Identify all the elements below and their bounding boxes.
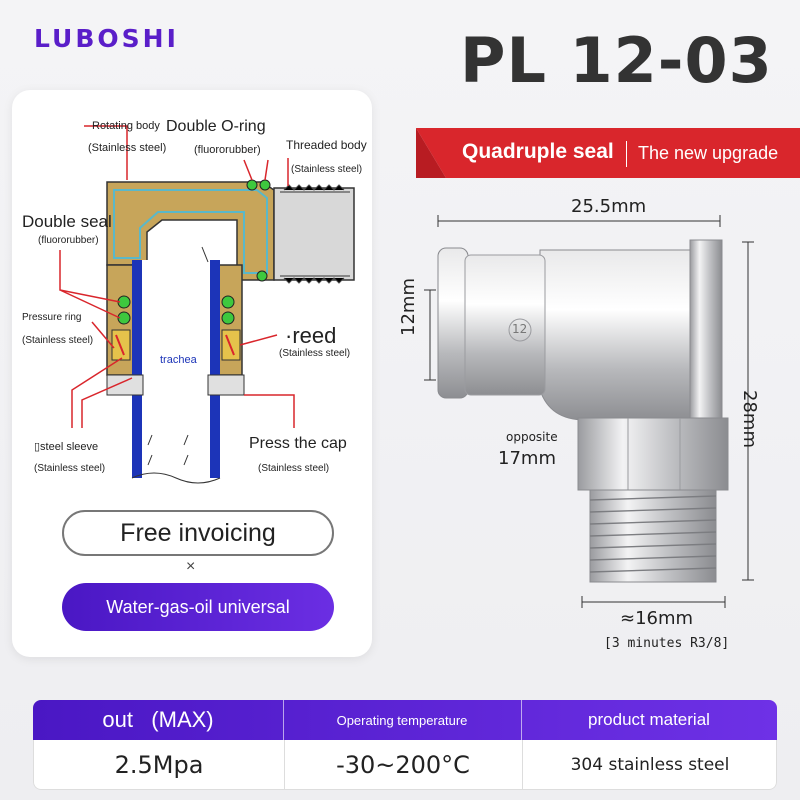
header-material: product material — [588, 710, 710, 729]
universal-pill: Water-gas-oil universal — [62, 583, 334, 631]
double-oring-material: (fluororubber) — [194, 144, 261, 156]
value-material: 304 stainless steel — [570, 754, 730, 775]
double-seal-label: Double seal — [22, 212, 112, 231]
tube-size-mark: 12 — [512, 322, 528, 336]
cross-section-diagram — [59, 125, 355, 484]
steel-sleeve-label: ▯steel sleeve — [34, 441, 99, 453]
pressure-ring-material: (Stainless steel) — [22, 335, 94, 346]
reed-material: (Stainless steel) — [279, 348, 351, 359]
new-upgrade-text: The new upgrade — [638, 143, 779, 163]
times-symbol: × — [186, 558, 196, 575]
header-temperature: Operating temperature — [336, 712, 468, 728]
value-pressure: 2.5Mpa — [114, 750, 204, 779]
right-height-dimension: 28mm — [739, 390, 760, 448]
feature-banner — [416, 128, 800, 178]
threaded-body-label: Threaded body — [286, 138, 367, 152]
reed-label: ·reed — [285, 323, 337, 348]
steel-sleeve-material: (Stainless steel) — [34, 463, 106, 474]
press-cap-label: Press the cap — [249, 435, 347, 452]
double-seal-material: (fluororubber) — [38, 235, 99, 246]
free-invoicing-pill: Free invoicing — [62, 510, 334, 556]
trachea-label: trachea — [160, 354, 197, 366]
threaded-body-material: (Stainless steel) — [291, 164, 363, 175]
quadruple-seal-text: Quadruple seal — [462, 140, 614, 163]
thread-note: [3 minutes R3/8] — [604, 636, 730, 651]
brand-logo: LUBOSHI — [34, 24, 179, 53]
width-dimension: 25.5mm — [571, 196, 647, 217]
rotating-body-material: (Stainless steel) — [88, 142, 167, 154]
rotating-body-label: Rotating body — [92, 120, 160, 132]
press-cap-material: (Stainless steel) — [258, 463, 330, 474]
thread-dimension: ≈16mm — [620, 608, 694, 629]
spec-table: out (MAX) Operating temperature product … — [33, 700, 777, 790]
opposite-label: opposite — [506, 430, 558, 444]
double-oring-label: Double O-ring — [166, 118, 266, 135]
model-title: PL 12-03 — [460, 24, 773, 97]
universal-text: Water-gas-oil universal — [106, 596, 290, 617]
product-image — [424, 215, 754, 608]
spec-table-header: out (MAX) Operating temperature product … — [33, 700, 777, 740]
banner-divider — [626, 141, 627, 167]
value-temperature: -30~200°C — [336, 750, 470, 779]
header-pressure: out (MAX) — [102, 707, 214, 732]
left-height-dimension: 12mm — [398, 278, 419, 336]
spec-table-values: 2.5Mpa -30~200°C 304 stainless steel — [33, 740, 777, 790]
hex-dimension: 17mm — [498, 448, 556, 469]
pressure-ring-label: Pressure ring — [22, 312, 82, 323]
free-invoicing-text: Free invoicing — [120, 518, 276, 547]
